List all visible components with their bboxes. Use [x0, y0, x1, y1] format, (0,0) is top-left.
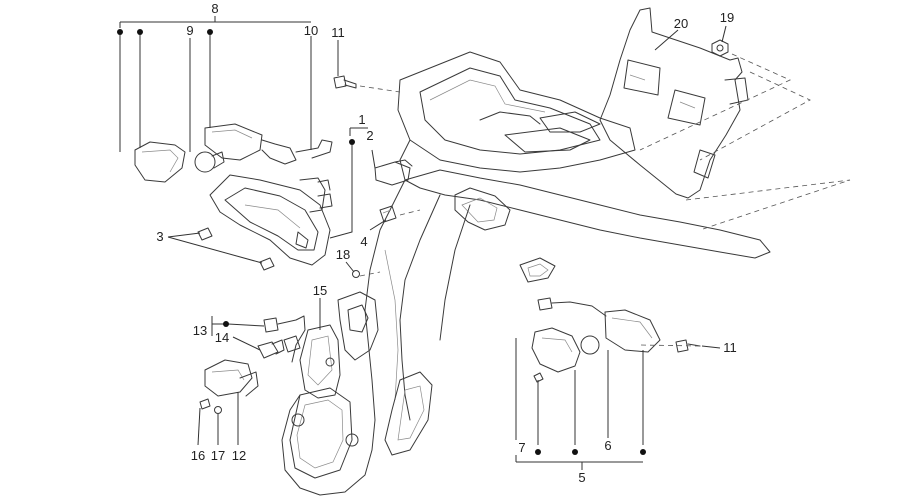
callout-labels: 8 9 10 11 1 2 3 4 18 15 13 14 16 17 12 1… [156, 1, 736, 485]
callout-8: 8 [211, 1, 218, 16]
rear-fender-frame [281, 51, 771, 496]
turn-signal-bulb-left [194, 151, 225, 173]
callout-11-upper: 11 [331, 25, 345, 40]
part-17-washer [214, 406, 222, 414]
leader-lines [119, 16, 727, 470]
part-4-clip [379, 205, 397, 223]
callout-20: 20 [674, 16, 688, 31]
callout-14: 14 [215, 330, 229, 345]
callout-7: 7 [518, 440, 525, 455]
part-20-bracket-plate [599, 7, 749, 199]
callout-4: 4 [360, 234, 367, 249]
part-11-screw-upper [333, 75, 357, 89]
callout-1: 1 [358, 112, 365, 127]
callout-6: 6 [604, 438, 611, 453]
part-7-screw-right [533, 372, 544, 383]
taillight-assembly [209, 174, 333, 266]
callout-5: 5 [578, 470, 585, 485]
part-9-turn-signal-lens-left [134, 141, 186, 183]
part-6-turn-signal-right [531, 327, 581, 373]
callout-dots [117, 29, 646, 455]
part-15-license-bracket [299, 324, 341, 399]
part-14-license-bulb [257, 339, 285, 359]
callout-9: 9 [186, 23, 193, 38]
callout-17: 17 [211, 448, 225, 463]
right-signal-cable [537, 297, 607, 317]
part-18-nut [352, 270, 360, 278]
callout-18: 18 [336, 247, 350, 262]
callout-13: 13 [193, 323, 207, 338]
callout-12: 12 [232, 448, 246, 463]
part-10-turn-signal-body-left [204, 123, 333, 165]
callout-10: 10 [304, 23, 318, 38]
callout-3: 3 [156, 229, 163, 244]
callout-11-right: 11 [723, 340, 737, 355]
callout-16: 16 [191, 448, 205, 463]
turn-signal-lens-right [604, 309, 661, 353]
part-12-license-lens [204, 359, 259, 397]
part-3-screws [197, 227, 275, 271]
callout-19: 19 [720, 10, 734, 25]
part-2-bulb [374, 159, 413, 186]
turn-signal-bulb-right [580, 335, 600, 355]
part-16-screw [199, 398, 211, 410]
part-19-nut [711, 39, 729, 57]
callout-15: 15 [313, 283, 327, 298]
callout-2: 2 [366, 128, 373, 143]
part-13-wiring-connector [263, 315, 306, 363]
assembly-dashed-lines [359, 53, 851, 347]
